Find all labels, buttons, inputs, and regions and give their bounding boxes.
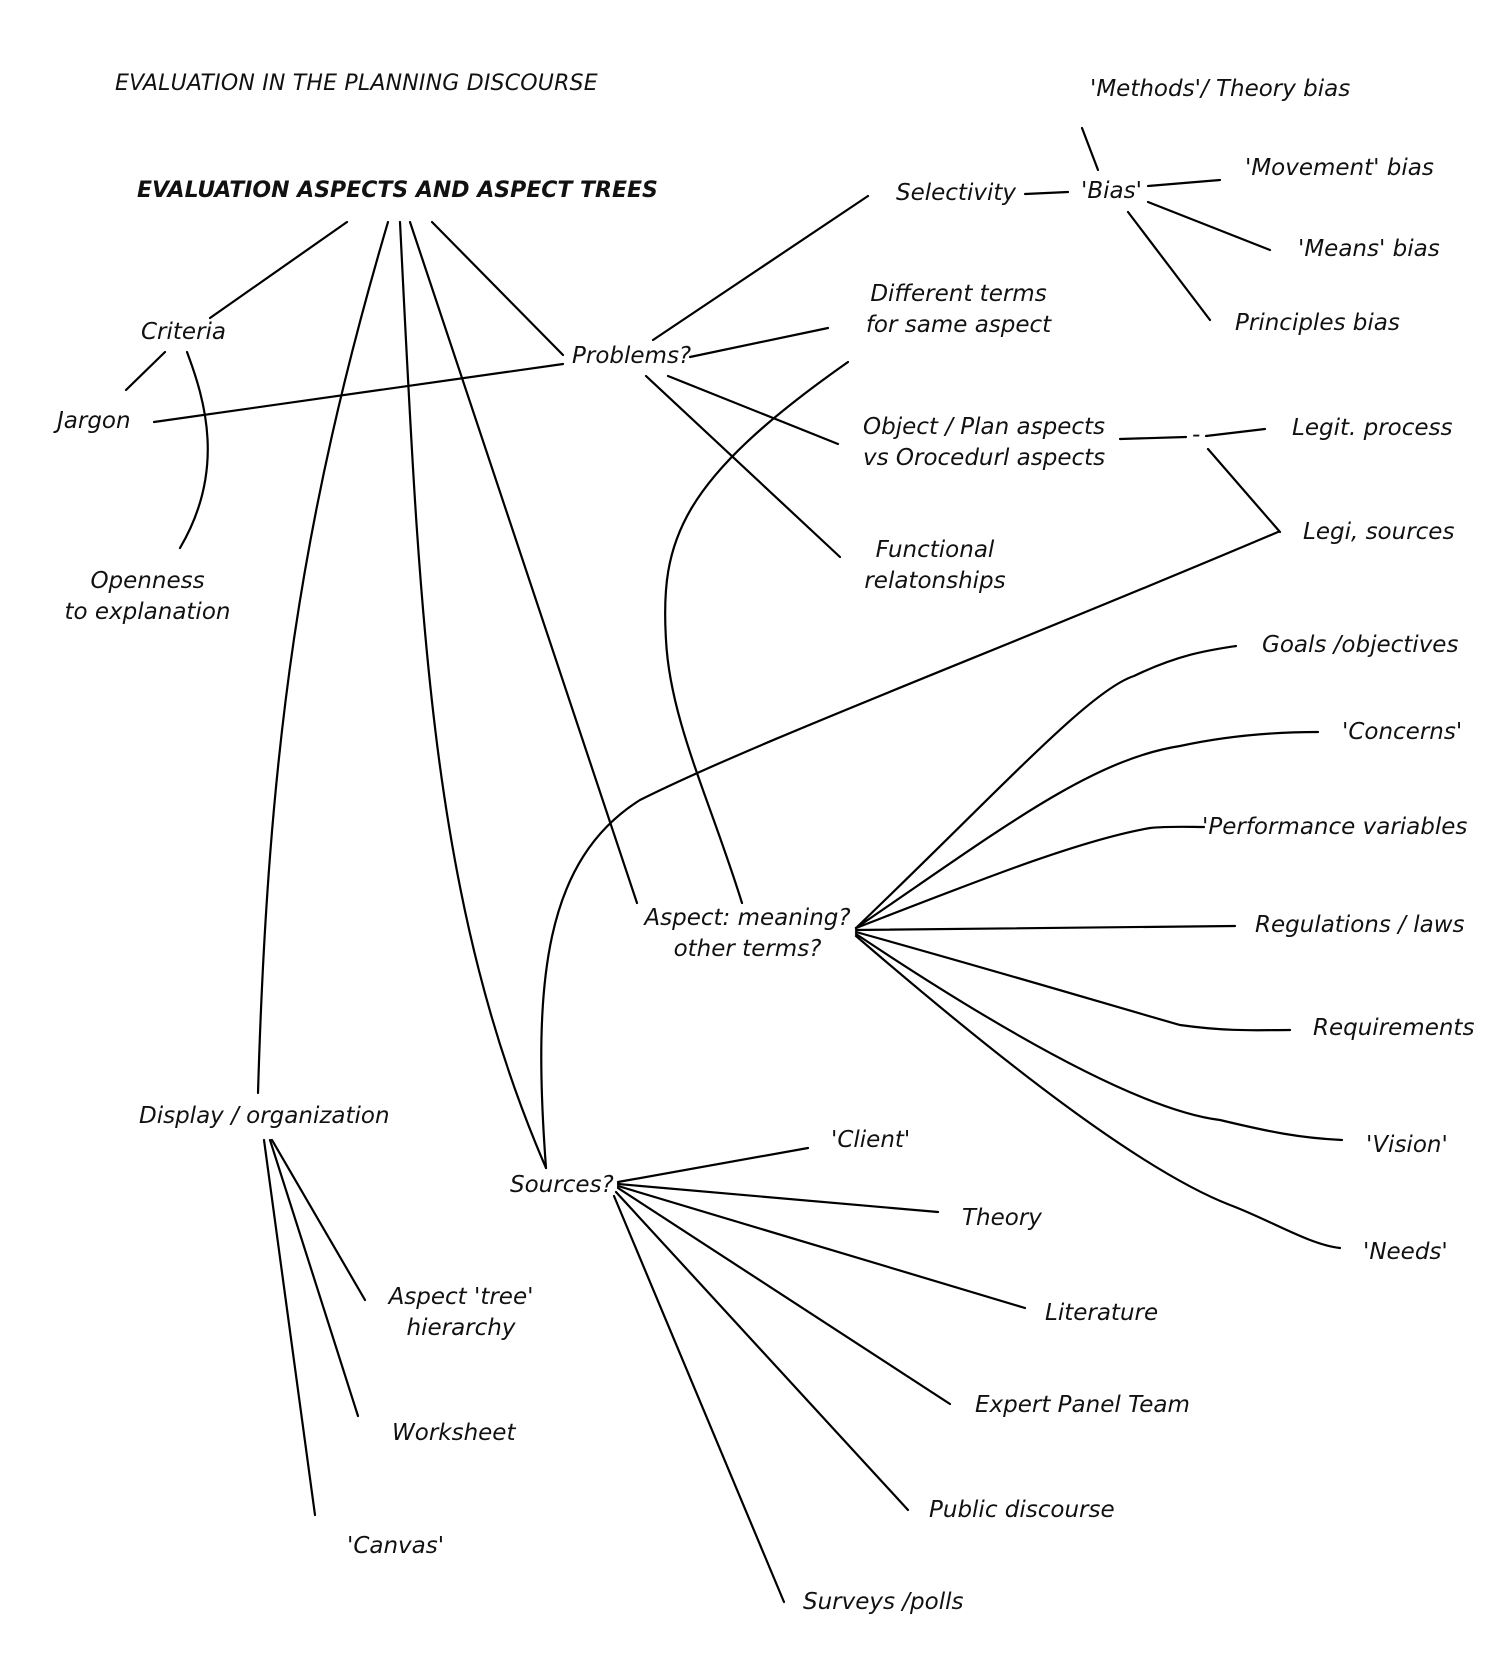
edge-aspect-goals [854,644,1238,930]
node-bias: 'Bias' [1081,178,1142,204]
node-functional-line1: Functional [875,537,995,563]
edge-problems-functional [644,374,842,559]
edge-dash-legi-sources [1206,447,1282,534]
edge-problems-selectivity [651,194,870,342]
edge-aspect-regulations [854,924,1237,932]
edge-selectivity-bias [1023,190,1070,196]
edge-display-worksheet [268,1138,360,1418]
edge-aspect-vision [854,932,1344,1142]
edge-bias-methods [1080,126,1100,172]
edge-problems-object-plan [666,374,840,446]
node-legit-process: Legit. process [1292,415,1453,441]
node-client: 'Client' [831,1127,911,1153]
node-movement-bias: 'Movement' bias [1245,155,1434,181]
node-surveys: Surveys /polls [803,1589,964,1615]
node-theory: Theory [962,1205,1042,1231]
edge-sources-theory [616,1182,940,1214]
node-aspect-tree-line2: hierarchy [406,1315,516,1341]
node-object-plan-line1: Object / Plan aspects [863,414,1105,440]
node-openness-line2: to explanation [64,599,231,625]
node-functional: Functional relatonships [855,535,1015,597]
root-node: EVALUATION ASPECTS AND ASPECT TREES [137,178,658,203]
node-worksheet: Worksheet [392,1420,516,1446]
edge-bias-principles [1126,210,1212,322]
node-regulations: Regulations / laws [1255,912,1465,938]
node-selectivity: Selectivity [896,180,1016,206]
node-different-terms: Different terms for same aspect [856,279,1061,341]
edge-legi-sources-sources [540,530,1280,1170]
edge-sources-surveys [612,1194,786,1604]
edge-sources-expert-panel [616,1186,952,1406]
edge-criteria-openness [178,350,209,550]
node-public-discourse: Public discourse [929,1497,1115,1523]
node-requirements: Requirements [1313,1015,1475,1041]
node-aspect-meaning-line1: Aspect: meaning? [644,905,851,931]
node-needs: 'Needs' [1363,1239,1448,1265]
edge-root-sources [398,220,548,1170]
node-aspect-tree-line1: Aspect 'tree' [388,1284,534,1310]
node-criteria: Criteria [141,319,227,345]
node-different-terms-line1: Different terms [870,281,1047,307]
edge-problems-different-terms [688,326,830,359]
node-aspect-tree: Aspect 'tree' hierarchy [380,1282,542,1344]
node-legi-sources: Legi, sources [1303,519,1455,545]
node-openness-line1: Openness [90,568,205,594]
node-expert-panel: Expert Panel Team [975,1392,1190,1418]
edge-jargon-problems [152,362,565,424]
edge-root-aspect-meaning [408,220,639,905]
node-methods-bias: 'Methods'/ Theory bias [1090,76,1351,102]
edge-different-terms-aspect [664,360,850,905]
edge-display-aspect-tree [270,1138,367,1302]
edge-bias-means [1146,200,1272,252]
diagram-title: EVALUATION IN THE PLANNING DISCOURSE [115,71,598,96]
edge-root-problems [430,220,565,357]
edge-aspect-needs [854,934,1342,1250]
node-principles-bias: Principles bias [1235,310,1400,336]
node-canvas: 'Canvas' [347,1533,445,1559]
edge-aspect-concerns [854,730,1320,930]
edge-aspect-performance [854,825,1206,930]
edge-bias-movement [1146,178,1222,188]
edge-object-dash [1118,435,1188,441]
node-dash: - [1192,422,1201,448]
node-sources: Sources? [510,1172,614,1198]
edge-root-display [256,220,390,1095]
node-problems: Problems? [572,343,692,369]
node-different-terms-line2: for same aspect [865,312,1052,338]
edge-display-canvas [262,1138,317,1517]
node-display: Display / organization [139,1103,390,1129]
edge-root-criteria [208,220,349,320]
node-goals: Goals /objectives [1262,632,1459,658]
node-jargon: Jargon [57,408,131,434]
node-object-plan: Object / Plan aspects vs Orocedurl aspec… [863,412,1105,474]
edge-sources-public-discourse [614,1190,910,1512]
node-aspect-meaning-line2: other terms? [673,936,822,962]
node-openness: Openness to explanation [60,566,235,628]
edge-sources-literature [616,1184,1027,1310]
edge-sources-client [616,1146,810,1184]
edge-criteria-jargon [124,350,167,392]
node-object-plan-line2: vs Orocedurl aspects [863,445,1106,471]
node-literature: Literature [1045,1300,1159,1326]
edge-dash-legit-process [1204,427,1267,438]
node-means-bias: 'Means' bias [1298,236,1440,262]
node-vision: 'Vision' [1366,1132,1448,1158]
edge-aspect-requirements [854,930,1292,1032]
node-functional-line2: relatonships [864,568,1006,594]
node-performance: 'Performance variables [1202,814,1468,840]
node-concerns: 'Concerns' [1342,719,1463,745]
node-aspect-meaning: Aspect: meaning? other terms? [640,903,855,965]
